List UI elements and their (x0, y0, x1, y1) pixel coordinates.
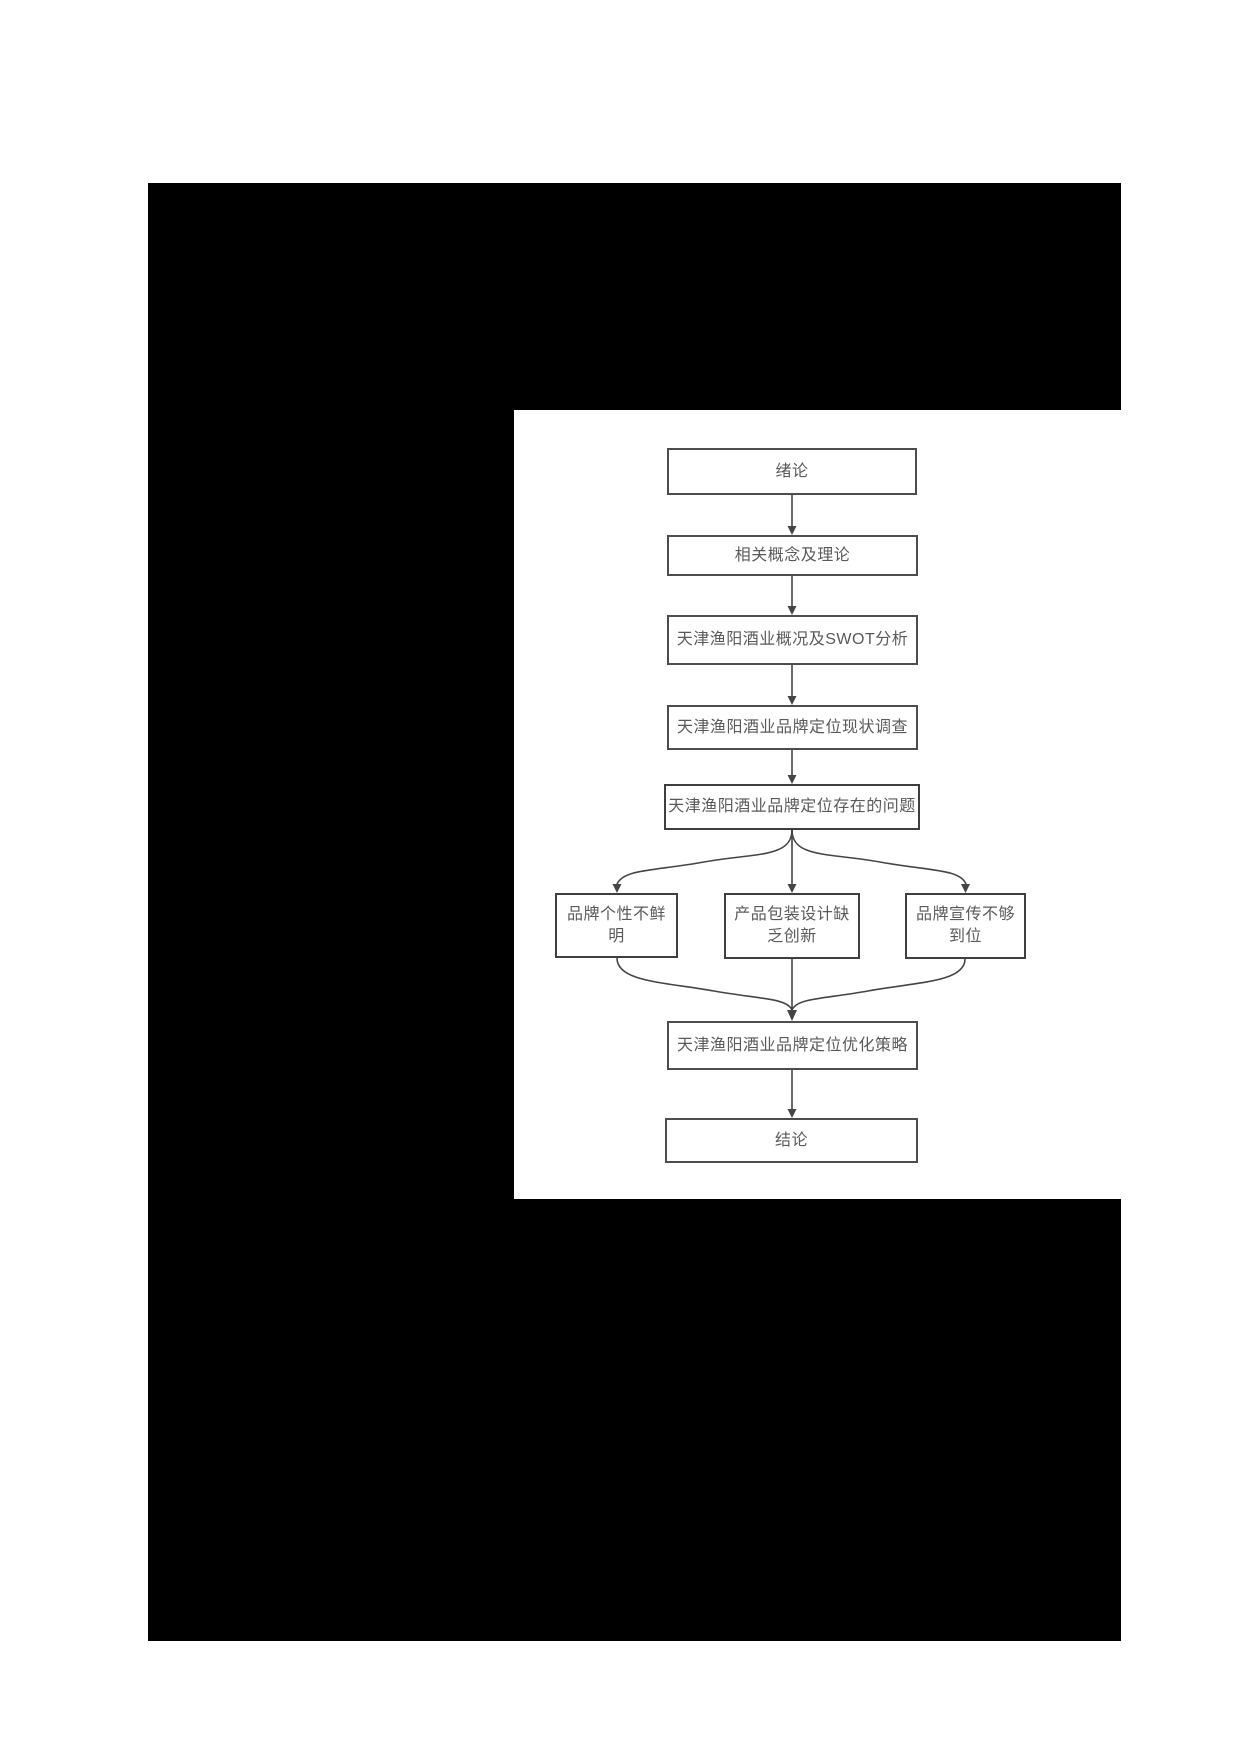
flowchart-panel: 绪论 相关概念及理论 天津渔阳酒业概况及SWOT分析 天津渔阳酒业品牌定位现状调… (514, 410, 1139, 1199)
flow-node-problems: 天津渔阳酒业品牌定位存在的问题 (664, 784, 920, 830)
arrowhead-down-icon (787, 696, 797, 705)
arrowhead-down-icon (961, 884, 970, 893)
flow-node-label: 结论 (774, 1131, 808, 1149)
flow-node-label: 天津渔阳酒业品牌定位优化策略 (676, 1036, 908, 1054)
arrowhead-down-icon (612, 884, 622, 893)
edge-problems-personality (616, 829, 793, 885)
edge-promotion-optimization (791, 958, 966, 1011)
edge-personality-optimization (616, 957, 793, 1011)
flow-node-label: 品牌宣传不够到位 (915, 906, 1015, 945)
edge-problems-promotion (791, 829, 967, 885)
flow-node-problem-promotion: 品牌宣传不够到位 (905, 893, 1026, 959)
arrowhead-down-icon (787, 1010, 797, 1021)
flow-node-label: 品牌个性不鲜明 (567, 905, 667, 945)
arrowhead-down-icon (787, 606, 797, 615)
flow-node-label: 绪论 (775, 462, 809, 480)
flow-node-label: 相关概念及理论 (734, 546, 851, 564)
flow-node-status-survey: 天津渔阳酒业品牌定位现状调查 (667, 705, 918, 750)
arrowhead-down-icon (787, 526, 797, 535)
flow-node-overview-swot: 天津渔阳酒业概况及SWOT分析 (667, 615, 918, 665)
flow-node-problem-brand-personality: 品牌个性不鲜明 (555, 893, 678, 958)
connector-lines (612, 495, 970, 1118)
flow-node-optimization-strategy: 天津渔阳酒业品牌定位优化策略 (667, 1021, 918, 1070)
flow-node-related-concepts: 相关概念及理论 (667, 535, 918, 576)
arrowhead-down-icon (787, 775, 797, 784)
flow-node-label: 天津渔阳酒业品牌定位现状调查 (676, 718, 908, 736)
flow-node-conclusion: 结论 (665, 1118, 918, 1163)
flow-node-problem-packaging-innovation: 产品包装设计缺乏创新 (724, 893, 860, 959)
flow-node-label: 产品包装设计缺乏创新 (734, 906, 850, 945)
arrowhead-down-icon (787, 1109, 797, 1118)
flow-node-introduction: 绪论 (667, 448, 917, 495)
arrowhead-down-icon (787, 884, 797, 893)
flow-node-label: 天津渔阳酒业概况及SWOT分析 (676, 631, 909, 648)
page-background: 绪论 相关概念及理论 天津渔阳酒业概况及SWOT分析 天津渔阳酒业品牌定位现状调… (148, 183, 1139, 1641)
flow-node-label: 天津渔阳酒业品牌定位存在的问题 (668, 798, 916, 815)
